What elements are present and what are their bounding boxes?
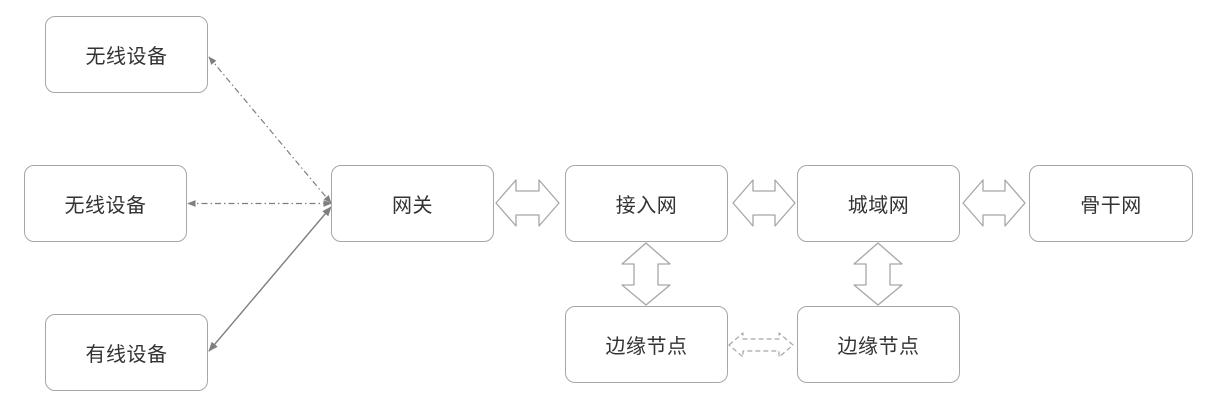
node-wireless-device-middle: 无线设备	[24, 165, 187, 242]
node-label: 有线设备	[85, 342, 168, 366]
node-label: 网关	[392, 193, 433, 217]
connector-wireless-top-gateway	[208, 56, 332, 204]
block-arrow-gateway-access	[495, 179, 560, 227]
block-arrow-metro-backbone	[962, 179, 1026, 227]
node-backbone-network: 骨干网	[1029, 165, 1193, 242]
node-wireless-device-top: 无线设备	[45, 16, 208, 93]
node-label: 边缘节点	[605, 334, 688, 358]
node-access-network: 接入网	[565, 165, 728, 242]
node-label: 边缘节点	[837, 334, 920, 358]
node-label: 无线设备	[64, 193, 147, 217]
node-label: 无线设备	[85, 44, 168, 68]
node-wired-device: 有线设备	[45, 314, 208, 391]
block-arrow-access-edge	[621, 242, 671, 306]
node-label: 骨干网	[1080, 193, 1142, 217]
block-arrow-edge-edge-dashed	[728, 332, 794, 358]
connector-wired-gateway	[208, 206, 332, 352]
node-edge-right: 边缘节点	[797, 306, 960, 383]
node-gateway: 网关	[331, 165, 494, 242]
node-label: 接入网	[615, 193, 678, 217]
block-arrow-metro-edge	[853, 242, 903, 306]
node-label: 城域网	[847, 193, 910, 217]
block-arrow-access-metro	[732, 179, 796, 227]
node-metro-network: 城域网	[797, 165, 960, 242]
node-edge-left: 边缘节点	[565, 306, 728, 383]
